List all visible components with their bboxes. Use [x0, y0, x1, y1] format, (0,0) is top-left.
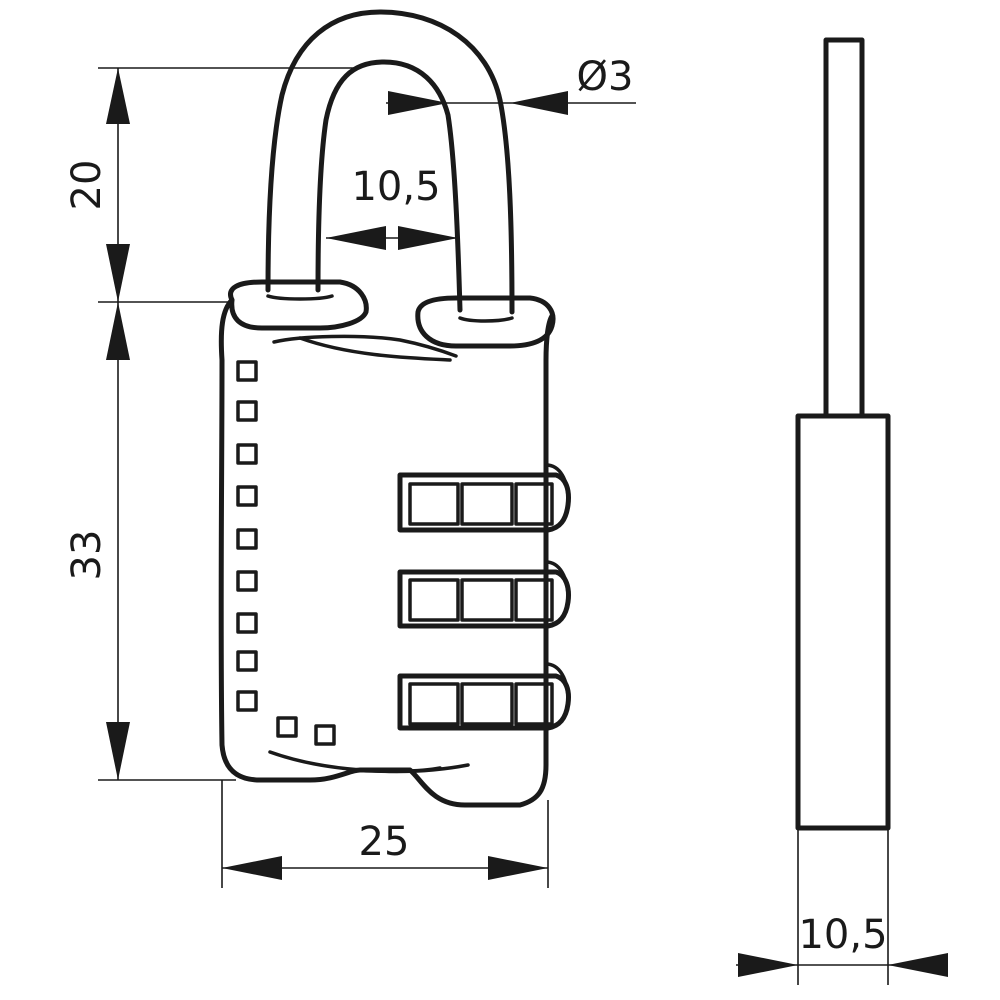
dim-shackle-inner-width: 10,5	[351, 164, 440, 210]
combination-dial-1	[397, 463, 571, 533]
dim-body-height: 33	[64, 530, 110, 581]
dim-body-width: 25	[359, 819, 410, 865]
lock-body-front-view	[218, 279, 556, 808]
dimension-lines-front	[98, 67, 636, 888]
combination-dial-2	[397, 560, 571, 629]
dim-side-thickness: 10,5	[798, 912, 887, 958]
dimension-lines-side	[736, 828, 948, 985]
dim-shackle-height: 20	[64, 160, 110, 211]
body-grip-squares	[236, 360, 336, 746]
dim-shackle-diameter: Ø3	[577, 54, 634, 100]
shackle-front-view	[265, 9, 515, 315]
lock-side-view	[795, 37, 891, 831]
combination-dial-3	[397, 662, 571, 731]
